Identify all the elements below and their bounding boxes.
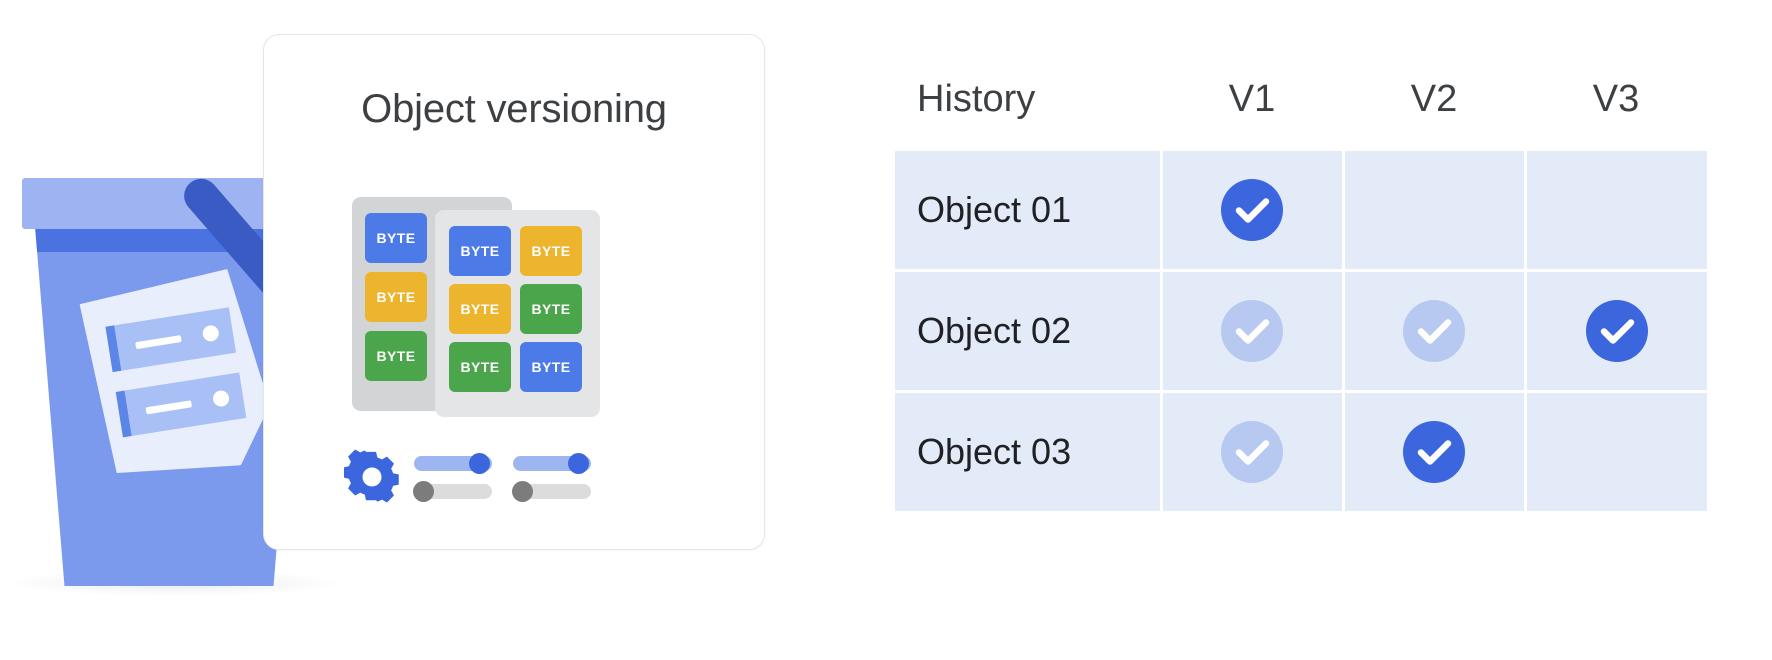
byte-block: BYTE [365, 213, 427, 263]
version-cell-v2[interactable] [1343, 391, 1527, 511]
slider-2-muted-track[interactable] [512, 481, 591, 502]
byte-stack-back: BYTE BYTE BYTE [365, 213, 427, 381]
document-sheet [78, 266, 279, 486]
slider-1-active-track[interactable] [414, 453, 492, 474]
version-cell-v3[interactable] [1525, 151, 1707, 272]
column-header-v2: V2 [1343, 78, 1525, 151]
check-icon [1221, 421, 1283, 483]
slider-2-active-track[interactable] [513, 453, 591, 474]
slider-2-muted-knob[interactable] [512, 481, 534, 502]
table-row: Object 02 [895, 270, 1707, 393]
slider-1-muted-knob[interactable] [413, 481, 435, 502]
column-header-v1: V1 [1161, 78, 1343, 151]
slider-1-muted-track[interactable] [413, 481, 492, 502]
check-icon [1403, 300, 1465, 362]
slider-1-active-knob[interactable] [468, 453, 490, 474]
object-name-cell: Object 03 [895, 391, 1163, 511]
table-row: Object 01 [895, 151, 1707, 272]
column-header-v3: V3 [1525, 78, 1707, 151]
slider-2-active-knob[interactable] [567, 453, 589, 474]
check-icon [1221, 300, 1283, 362]
slider-group-2[interactable] [512, 453, 591, 512]
byte-block: BYTE [365, 331, 427, 381]
table-row: Object 03 [895, 391, 1707, 511]
slider-group-1[interactable] [413, 453, 492, 512]
version-cell-v3[interactable] [1525, 270, 1707, 393]
byte-block: BYTE [520, 226, 582, 276]
check-icon [1585, 300, 1648, 362]
byte-block: BYTE [365, 272, 427, 322]
version-cell-v1[interactable] [1161, 270, 1345, 393]
version-cell-v2[interactable] [1343, 270, 1527, 393]
table-header-row: History V1 V2 V3 [895, 78, 1707, 151]
card-title: Object versioning [361, 87, 667, 131]
gear-icon[interactable] [344, 449, 400, 505]
version-cell-v1[interactable] [1161, 391, 1345, 511]
version-cell-v3[interactable] [1525, 391, 1707, 511]
version-cell-v1[interactable] [1161, 151, 1345, 272]
byte-block: BYTE [449, 284, 511, 334]
byte-block: BYTE [520, 284, 582, 334]
check-icon [1403, 421, 1465, 483]
byte-block: BYTE [449, 226, 511, 276]
server-document-icon [78, 266, 279, 486]
column-header-history: History [895, 78, 1161, 151]
byte-block: BYTE [520, 342, 582, 392]
byte-block: BYTE [449, 342, 511, 392]
version-cell-v2[interactable] [1343, 151, 1527, 272]
object-name-cell: Object 02 [895, 270, 1163, 393]
check-icon [1221, 179, 1283, 241]
object-name-cell: Object 01 [895, 151, 1163, 272]
